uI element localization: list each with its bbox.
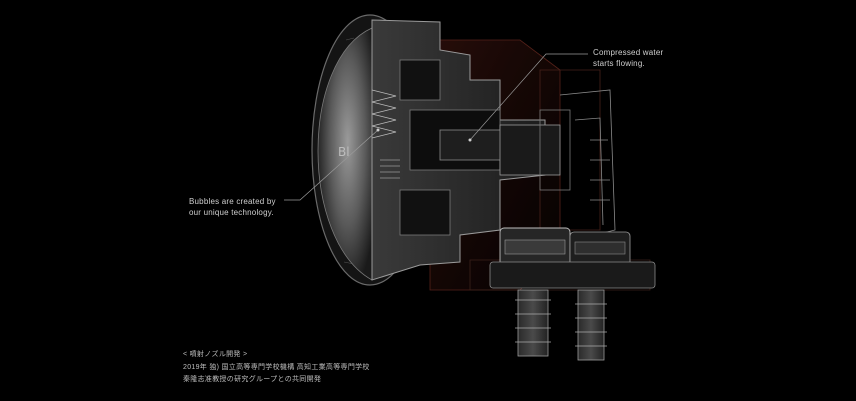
bubbles-line1: Bubbles are created by	[189, 197, 276, 206]
bubbles-callout: Bubbles are created by our unique techno…	[189, 196, 276, 218]
credits-line1: 2019年 独) 国立高等専門学校機構 高知工業高等専門学校	[183, 363, 370, 371]
credits-title: < 噴射ノズル開発 >	[183, 351, 248, 358]
compressed-water-callout: Compressed water starts flowing.	[593, 47, 663, 69]
credits-line2: 秦隆志准教授の研究グループとの共同開発	[183, 376, 322, 383]
compressed-water-line2: starts flowing.	[593, 59, 645, 68]
cutaway-body	[371, 19, 571, 281]
connector-fittings	[489, 227, 656, 289]
compressed-water-leader	[469, 53, 588, 141]
lens-dome	[317, 27, 373, 281]
development-credits: < 噴射ノズル開発 > 2019年 独) 国立高等専門学校機構 高知工業高等専門…	[183, 349, 370, 387]
bubbles-leader	[284, 129, 379, 201]
elbow-pipe	[559, 89, 616, 236]
compressed-water-line1: Compressed water	[593, 48, 664, 57]
brand-mark: Bl	[338, 145, 350, 159]
spring-coil	[371, 89, 397, 139]
bubbles-line2: our unique technology.	[189, 208, 274, 217]
hose-barbs	[515, 289, 607, 361]
